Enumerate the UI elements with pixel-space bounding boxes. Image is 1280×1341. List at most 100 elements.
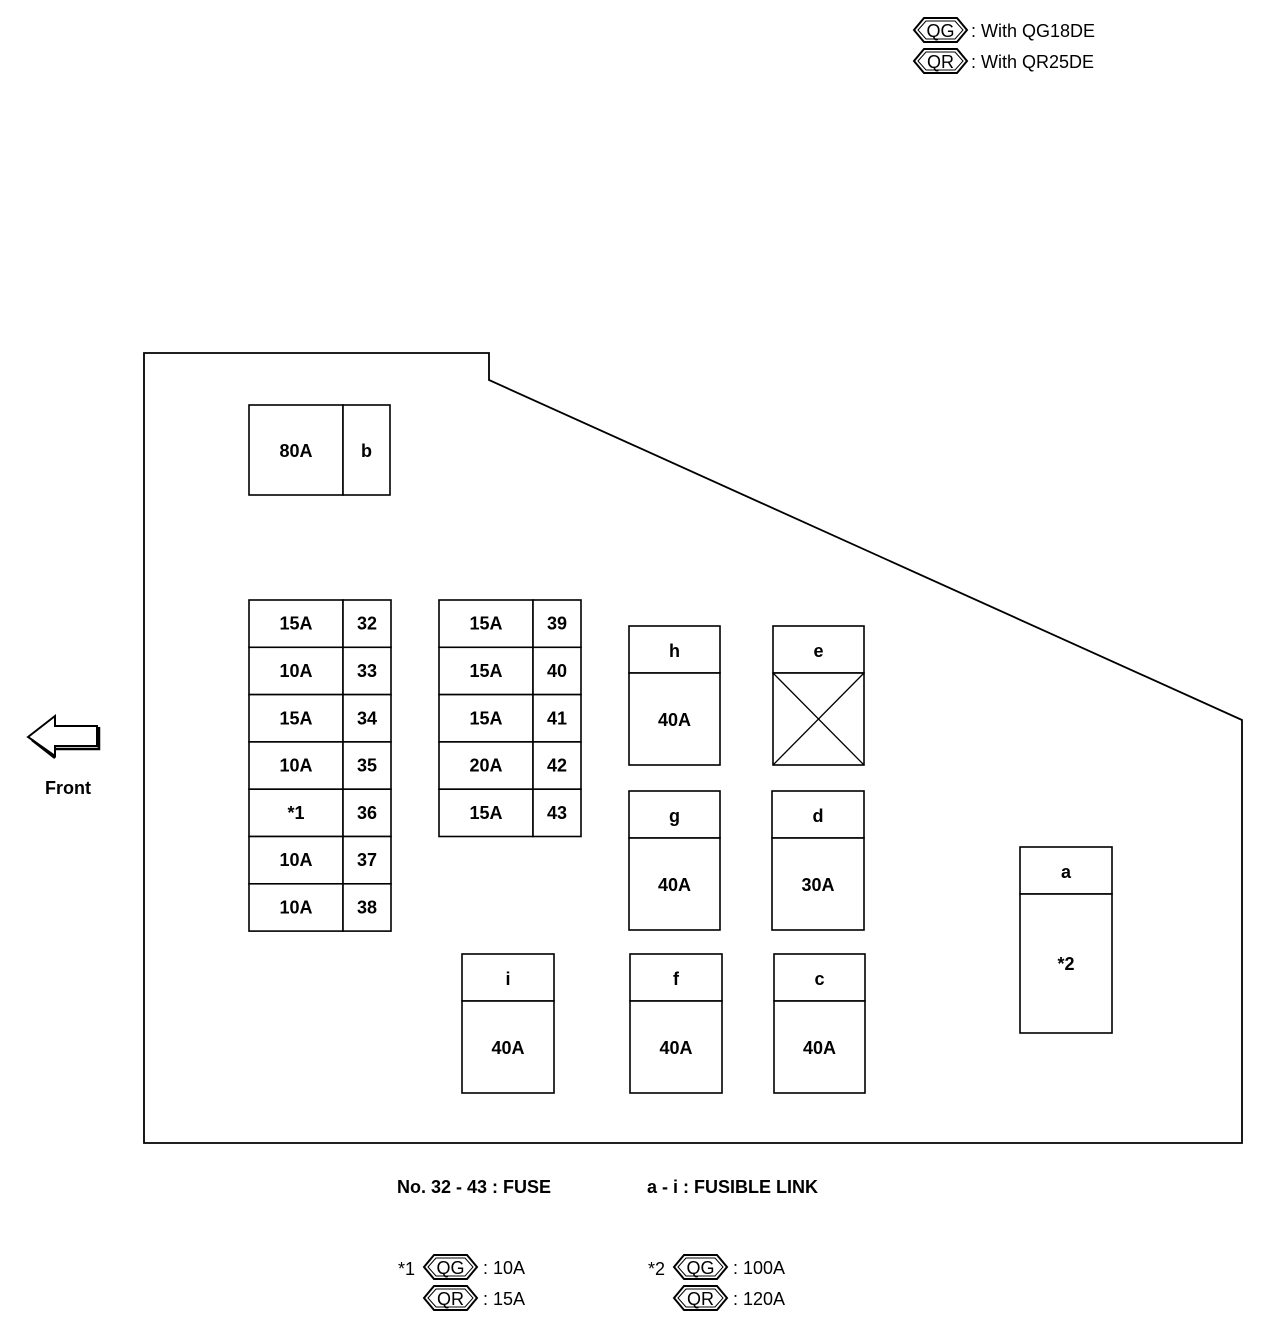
fuse-rating: 10A — [279, 661, 312, 681]
fuse-rating: 15A — [279, 708, 312, 728]
arrow-left-icon — [26, 713, 98, 758]
fuse-rating: *1 — [287, 803, 304, 823]
fusible-link-d: d 30A — [771, 790, 865, 931]
front-label: Front — [45, 778, 91, 798]
link-h-id: h — [669, 641, 680, 661]
fuse-33: 10A 33 — [248, 646, 392, 696]
fusible-link-i: i 40A — [461, 953, 555, 1094]
fuse-number-cell — [342, 646, 392, 696]
fuse-rating-cell — [438, 741, 534, 791]
fuse-rating-cell — [248, 835, 344, 885]
fuse-35: 10A 35 — [248, 741, 392, 791]
note-2-value-qr: : 120A — [733, 1289, 785, 1309]
link-d-id: d — [813, 806, 824, 826]
note-1-mark: *1 — [398, 1259, 415, 1279]
note-1-value-qg: : 10A — [483, 1258, 525, 1278]
note-1-badge-qr: QR — [437, 1289, 464, 1309]
link-f-rating: 40A — [659, 1038, 692, 1058]
fusible-link-a: a *2 — [1019, 846, 1113, 1034]
fuse-number-cell — [532, 646, 582, 696]
legend-qg: QG : With QG18DE — [912, 17, 1095, 43]
link-e-id: e — [813, 641, 823, 661]
fuse-number-cell — [342, 788, 392, 838]
fuse-number-cell — [532, 599, 582, 649]
front-arrow: Front — [26, 713, 101, 798]
note-2-badge-qr: QR — [687, 1289, 714, 1309]
fuse-number: 39 — [547, 614, 567, 634]
fuse-rating: 10A — [279, 850, 312, 870]
fusible-link-e: e — [772, 625, 865, 766]
link-a-id: a — [1061, 862, 1072, 882]
fuse-rating: 20A — [469, 756, 502, 776]
qr-badge-icon — [672, 1285, 729, 1311]
fusible-link-b: 80A b — [248, 404, 391, 496]
link-b-id: b — [361, 441, 372, 461]
qr-badge-icon — [422, 1285, 479, 1311]
fuse-number: 35 — [357, 756, 377, 776]
link-b-rating: 80A — [279, 441, 312, 461]
fuse-number: 37 — [357, 850, 377, 870]
fuse-caption: No. 32 - 43 : FUSE — [397, 1177, 551, 1197]
fuse-number-cell — [342, 882, 392, 932]
note-2-mark: *2 — [648, 1259, 665, 1279]
fuse-34: 15A 34 — [248, 693, 392, 743]
fuse-number-cell — [342, 835, 392, 885]
note-1-value-qr: : 15A — [483, 1289, 525, 1309]
legend-text-qg: : With QG18DE — [971, 21, 1095, 41]
link-a-rating: *2 — [1057, 954, 1074, 974]
link-g-id: g — [669, 806, 680, 826]
fuse-number-cell — [532, 788, 582, 838]
fuse-38: 10A 38 — [248, 882, 392, 932]
fuse-43: 15A 43 — [438, 788, 582, 838]
link-f-id: f — [673, 969, 680, 989]
note-2-value-qg: : 100A — [733, 1258, 785, 1278]
fuse-36: *1 36 — [248, 788, 392, 838]
fuse-number: 38 — [357, 897, 377, 917]
fuse-number: 33 — [357, 661, 377, 681]
fuse-number-cell — [532, 693, 582, 743]
note-1-badge-qg: QG — [436, 1258, 464, 1278]
fuse-number: 40 — [547, 661, 567, 681]
legend-text-qr: : With QR25DE — [971, 52, 1094, 72]
link-c-id: c — [814, 969, 824, 989]
fuse-37: 10A 37 — [248, 835, 392, 885]
fuse-number: 36 — [357, 803, 377, 823]
note-2-badge-qg: QG — [686, 1258, 714, 1278]
fuse-rating: 15A — [469, 708, 502, 728]
link-i-id: i — [505, 969, 510, 989]
legend-qr: QR : With QR25DE — [912, 48, 1094, 74]
fuse-rating-cell — [438, 599, 534, 649]
qr-badge-icon — [912, 48, 969, 74]
link-caption: a - i : FUSIBLE LINK — [647, 1177, 818, 1197]
fuse-rating-cell — [248, 646, 344, 696]
link-c-rating: 40A — [803, 1038, 836, 1058]
qg-badge-icon — [672, 1254, 729, 1280]
fuse-rating: 10A — [279, 756, 312, 776]
fuse-number: 41 — [547, 708, 567, 728]
fuse-number: 43 — [547, 803, 567, 823]
note-2: *2 QG : 100A QR : 120A — [648, 1254, 785, 1311]
link-h-rating: 40A — [658, 710, 691, 730]
fuse-41: 15A 41 — [438, 693, 582, 743]
fuse-40: 15A 40 — [438, 646, 582, 696]
fusible-link-c: c 40A — [773, 953, 866, 1094]
fuse-rating: 15A — [469, 803, 502, 823]
fuse-block-outline — [143, 352, 1243, 1144]
fuse-rating: 15A — [469, 661, 502, 681]
link-g-rating: 40A — [658, 875, 691, 895]
fuse-rating: 10A — [279, 897, 312, 917]
link-d-rating: 30A — [801, 875, 834, 895]
note-1: *1 QG : 10A QR : 15A — [398, 1254, 525, 1311]
fuse-number-cell — [342, 741, 392, 791]
fuse-number: 34 — [357, 708, 377, 728]
qg-badge-icon — [422, 1254, 479, 1280]
fuse-number-cell — [532, 741, 582, 791]
link-i-rating: 40A — [491, 1038, 524, 1058]
legend-badge-qr: QR — [927, 52, 954, 72]
